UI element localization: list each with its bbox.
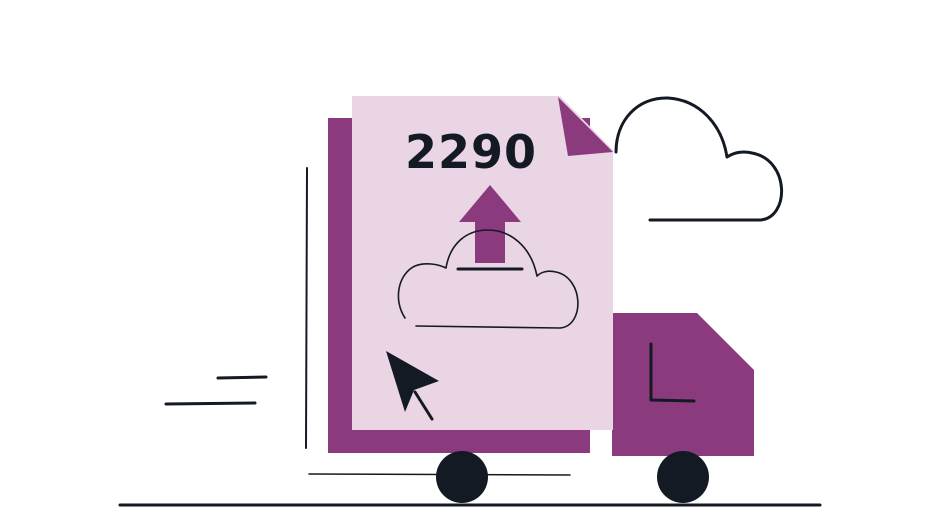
document-folded-corner bbox=[558, 97, 613, 156]
cursor-arrow-icon bbox=[386, 351, 439, 421]
front-wheel bbox=[657, 451, 709, 503]
truck-window bbox=[649, 342, 696, 403]
cloud-outline-icon bbox=[614, 96, 783, 222]
truck-icon bbox=[612, 313, 754, 456]
truck-wheels bbox=[436, 451, 709, 503]
form-number-label: 2290 bbox=[405, 125, 537, 179]
truck-cab bbox=[612, 313, 754, 456]
upload-arrow-icon bbox=[456, 185, 524, 271]
rear-wheel bbox=[436, 451, 488, 503]
cloud-icon bbox=[397, 229, 579, 329]
